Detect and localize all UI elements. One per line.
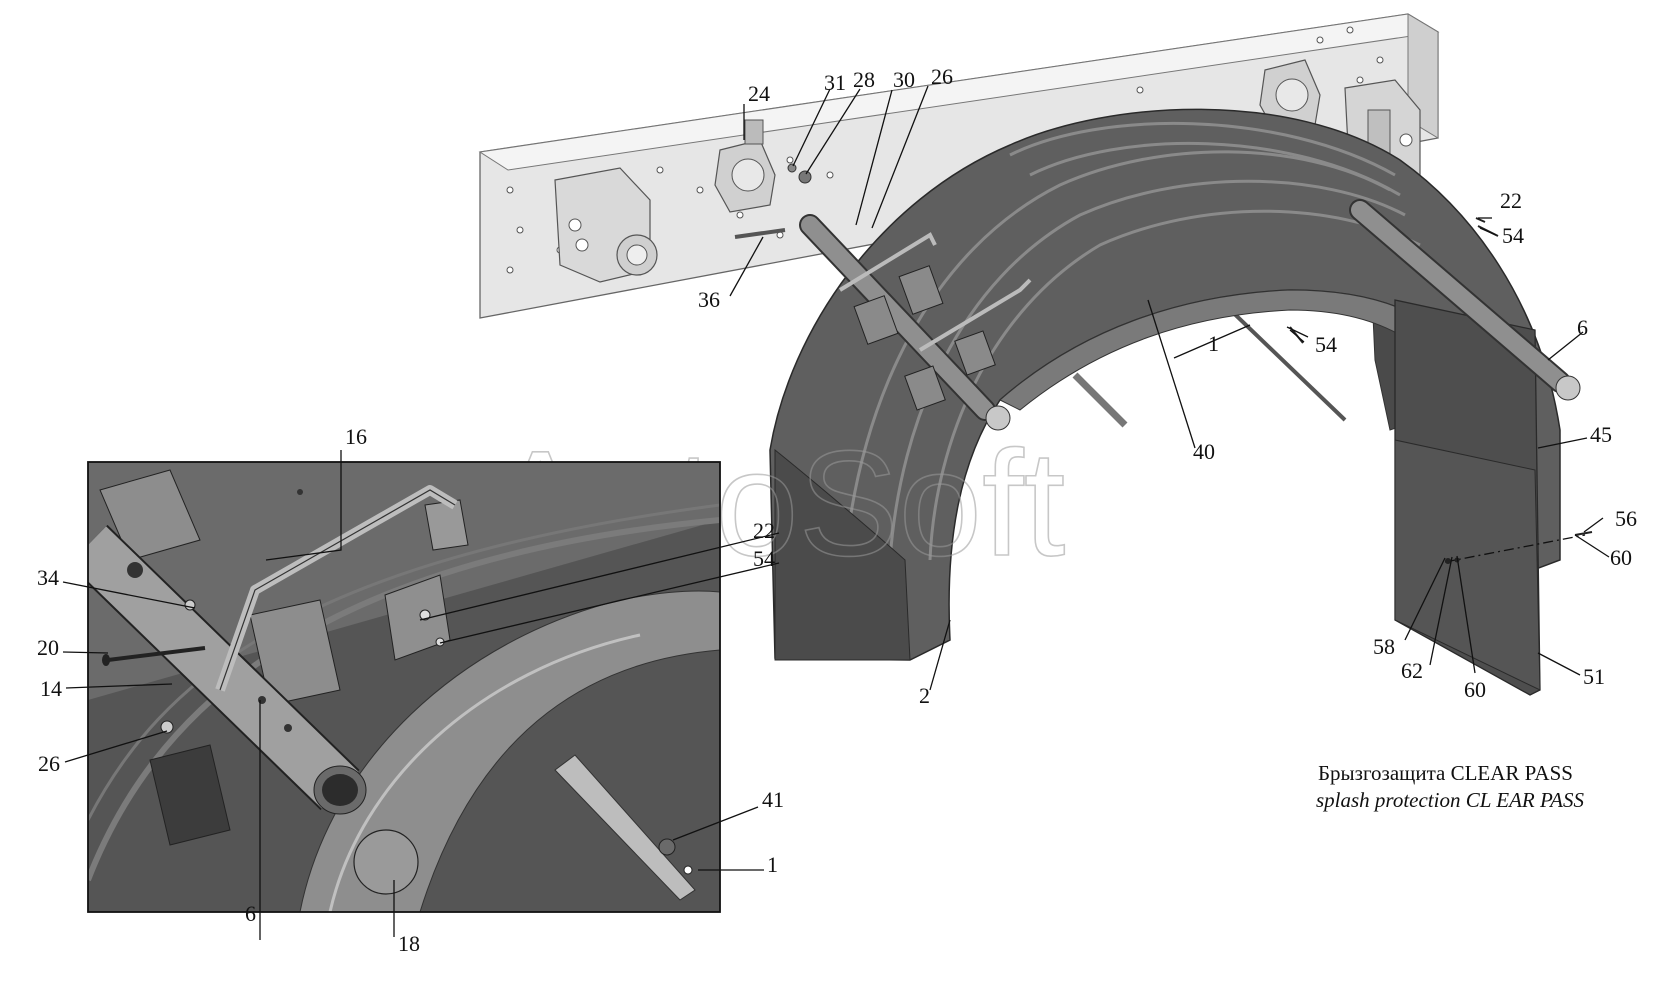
callout-40: 40 [1193,439,1215,464]
fender-assembly [769,108,1593,696]
callout-1-inset: 1 [767,852,778,877]
frame-rail [478,13,1440,319]
callout-36: 36 [698,287,720,312]
inset-detail [87,461,721,913]
callout-56: 56 [1615,506,1637,531]
callout-60-bottom: 60 [1464,677,1486,702]
callout-22-inset: 22 [753,518,775,543]
callouts: 24 31 28 30 26 36 22 54 6 1 54 40 45 56 … [37,64,1637,956]
callout-20: 20 [37,635,59,660]
callout-31: 31 [824,70,846,95]
callout-24: 24 [748,81,770,106]
callout-22-right: 22 [1500,188,1522,213]
callout-2: 2 [919,683,930,708]
caption-en: splash protection CL EAR PASS [1316,788,1584,812]
callout-54-right: 54 [1502,223,1524,248]
callout-14: 14 [40,676,62,701]
callout-30: 30 [893,67,915,92]
callout-54-inset: 54 [753,546,775,571]
callout-34: 34 [37,565,59,590]
caption-ru: Брызгозащита CLEAR PASS [1318,761,1573,785]
callout-54-mid: 54 [1315,332,1337,357]
callout-41: 41 [762,787,784,812]
caption: Брызгозащита CLEAR PASS splash protectio… [1316,761,1584,812]
callout-58: 58 [1373,634,1395,659]
callout-60-right: 60 [1610,545,1632,570]
callout-45: 45 [1590,422,1612,447]
callout-26-top: 26 [931,64,953,89]
callout-6-right: 6 [1577,315,1588,340]
callout-6-inset: 6 [245,901,256,926]
leader-lines [62,85,1610,940]
callout-26-inset: 26 [38,751,60,776]
callout-62: 62 [1401,658,1423,683]
callout-18: 18 [398,931,420,956]
callout-1-right: 1 [1208,331,1219,356]
callout-51: 51 [1583,664,1605,689]
callout-16: 16 [345,424,367,449]
callout-28: 28 [853,67,875,92]
